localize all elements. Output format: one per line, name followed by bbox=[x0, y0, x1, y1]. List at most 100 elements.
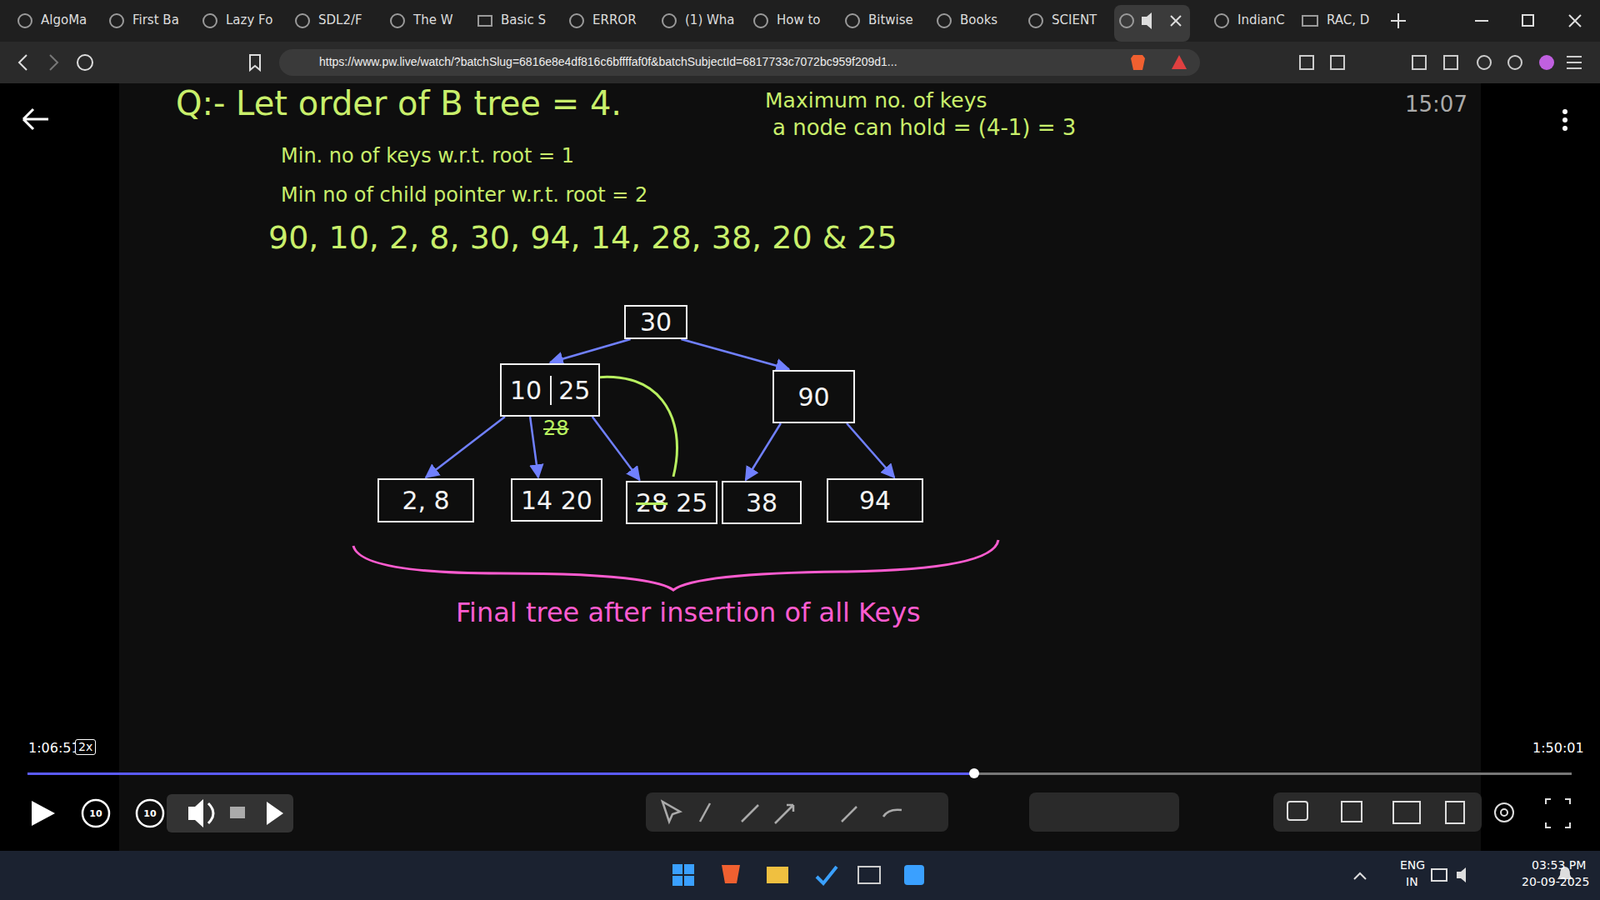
node-key: 14 20 bbox=[520, 485, 593, 515]
active-tab bbox=[1114, 5, 1190, 42]
node-key: 2, 8 bbox=[401, 485, 450, 515]
btree-node: 10 25 bbox=[500, 363, 600, 417]
brave-shield-icon bbox=[1130, 55, 1145, 70]
tab-bar bbox=[0, 0, 1600, 42]
forward-icon bbox=[50, 55, 58, 70]
node-key: 25 bbox=[550, 375, 590, 405]
toolbar bbox=[0, 41, 1600, 84]
tree-edge bbox=[745, 423, 781, 480]
tree-edge bbox=[550, 339, 630, 363]
more-menu bbox=[1562, 109, 1568, 131]
node-key: 38 bbox=[745, 488, 778, 518]
node-key: 28 bbox=[635, 488, 668, 518]
speaker-icon bbox=[1141, 12, 1152, 30]
reload-icon bbox=[77, 55, 93, 70]
tray-chevron bbox=[1354, 873, 1366, 880]
minimize-icon bbox=[1475, 20, 1489, 22]
caption-icon bbox=[230, 806, 245, 819]
tab-title: RAC, D bbox=[1326, 12, 1370, 28]
pink-brace bbox=[353, 540, 999, 590]
tree-edge bbox=[530, 416, 539, 478]
node-key: 10 bbox=[510, 375, 542, 405]
clock-time: 03:53 PM bbox=[1531, 858, 1586, 873]
todo-icon bbox=[816, 866, 837, 884]
note-text: Min no of child pointer w.r.t. root = 2 bbox=[280, 183, 648, 208]
note-text: Min. no of keys w.r.t. root = 1 bbox=[280, 144, 575, 169]
speed-badge: 2x bbox=[75, 739, 96, 755]
progress-track bbox=[27, 772, 1572, 775]
back-icon bbox=[19, 55, 27, 70]
total-time: 1:50:01 bbox=[1532, 740, 1585, 756]
progress-played bbox=[27, 772, 975, 775]
keyboard-icon bbox=[858, 866, 880, 884]
progress-knob bbox=[969, 768, 980, 779]
tab-title: First Ba bbox=[132, 12, 180, 28]
tab-title: IndianC bbox=[1237, 12, 1285, 28]
btree-node: 30 bbox=[624, 305, 688, 340]
video-timestamp: 15:07 bbox=[1405, 91, 1468, 118]
note-text: Maximum no. of keys bbox=[765, 88, 988, 114]
key-sequence: 90, 10, 2, 8, 30, 94, 14, 28, 38, 20 & 2… bbox=[268, 219, 898, 258]
language-indicator: ENG bbox=[1400, 858, 1425, 873]
language-indicator: IN bbox=[1405, 875, 1419, 890]
browser-taskbar-icon bbox=[721, 865, 740, 884]
node-key: 25 bbox=[675, 488, 708, 518]
struck-key: 28 bbox=[543, 416, 570, 441]
tree-edge bbox=[425, 416, 505, 478]
bookmark-icon bbox=[250, 55, 260, 70]
view-icons bbox=[1287, 799, 1570, 828]
tab-title: Lazy Fo bbox=[225, 12, 273, 28]
controls-panel bbox=[166, 794, 294, 833]
btree-node: 2, 8 bbox=[377, 478, 475, 523]
btree-node: 14 20 bbox=[510, 478, 603, 522]
tab-title: Books bbox=[960, 12, 998, 28]
toolbar-icons bbox=[1300, 55, 1582, 70]
next-button bbox=[266, 801, 284, 825]
btree-node: 2825 bbox=[625, 480, 718, 525]
files-icon bbox=[766, 866, 789, 884]
tab-title: (1) Wha bbox=[685, 12, 735, 28]
tree-edge bbox=[592, 416, 640, 480]
profile-icon bbox=[1539, 55, 1555, 70]
taskbar bbox=[0, 850, 1600, 900]
address-url: https://www.pw.live/watch/?batchSlug=681… bbox=[319, 55, 898, 70]
rewards-icon bbox=[1171, 55, 1187, 70]
forward-button bbox=[136, 800, 164, 827]
elapsed-time: 1:06:51 bbox=[28, 740, 80, 756]
pen-tool-icons bbox=[662, 801, 902, 824]
question-text: Q:- Let order of B tree = 4. bbox=[175, 83, 622, 124]
btree-node: 38 bbox=[721, 480, 802, 525]
node-key: 94 bbox=[859, 485, 891, 515]
tab-title: The W bbox=[413, 12, 454, 28]
close-window-icon bbox=[1569, 15, 1581, 27]
caption-note: Final tree after insertion of all Keys bbox=[455, 596, 921, 629]
skip-seconds: 10 bbox=[89, 808, 102, 820]
tab-title: ERROR bbox=[592, 12, 637, 28]
tree-edge bbox=[846, 423, 895, 478]
video-board bbox=[119, 83, 1481, 851]
tab-title: How to bbox=[776, 12, 821, 28]
network-icon bbox=[1431, 869, 1447, 881]
address-field bbox=[279, 49, 1200, 76]
btree-node: 90 bbox=[772, 370, 855, 424]
tree-edge bbox=[680, 339, 789, 370]
clock-date: 20-09-2025 bbox=[1521, 875, 1590, 890]
start-button bbox=[672, 864, 695, 886]
back-arrow bbox=[23, 109, 49, 130]
play-button bbox=[31, 800, 55, 826]
tab-title: Basic S bbox=[500, 12, 546, 28]
tab-title: AlgoMa bbox=[40, 12, 87, 28]
node-key: 30 bbox=[640, 307, 672, 337]
rewind-button bbox=[82, 800, 110, 827]
tab-title: SDL2/F bbox=[318, 12, 363, 28]
app-icon bbox=[904, 865, 925, 885]
pen-toolbar bbox=[645, 792, 949, 832]
volume-icon bbox=[188, 799, 204, 828]
camera-toolbar bbox=[1029, 792, 1180, 832]
tab-icons bbox=[18, 14, 1318, 28]
close-tab-icon bbox=[1170, 15, 1181, 26]
note-text: a node can hold = (4-1) = 3 bbox=[772, 115, 1076, 141]
btree-node: 94 bbox=[826, 478, 924, 523]
volume-wave bbox=[208, 803, 214, 824]
view-toolbar bbox=[1273, 792, 1482, 832]
